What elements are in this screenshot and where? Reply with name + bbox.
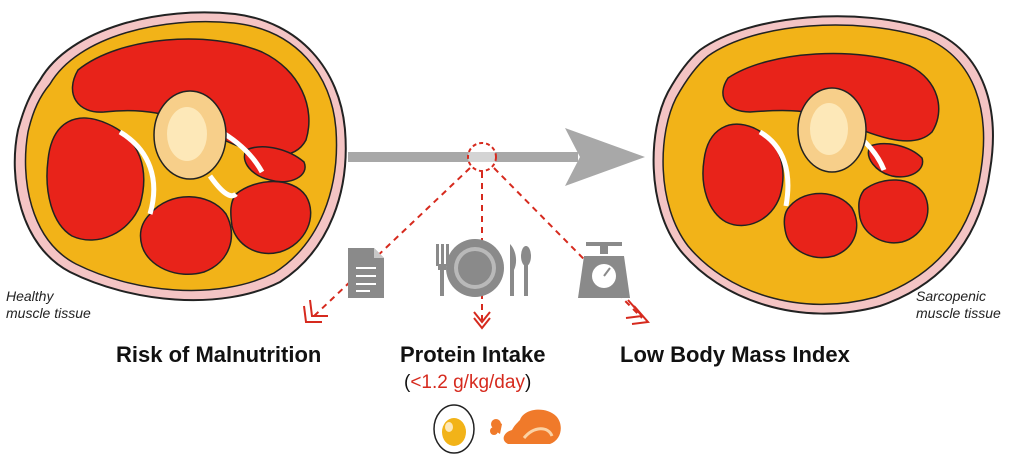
healthy-muscle-cross-section	[13, 11, 347, 302]
chevron-down-left-icon	[309, 299, 328, 317]
branch-line-malnutrition	[311, 167, 471, 319]
bone-marrow	[810, 103, 848, 155]
sarcopenic-caption-line2: muscle tissue	[916, 305, 1001, 321]
chevron-down-right-icon	[625, 299, 644, 319]
muscle-bundle	[783, 192, 858, 259]
plate-cutlery-icon	[436, 239, 531, 297]
muscle-bundle	[858, 179, 929, 244]
branch-point-marker	[467, 142, 497, 172]
factor-label-malnutrition: Risk of Malnutrition	[116, 342, 322, 367]
scale-icon	[578, 242, 630, 298]
sarcopenic-muscle-cross-section	[652, 15, 994, 315]
progression-arrow	[348, 128, 645, 186]
sarcopenic-caption-line1: Sarcopenic	[916, 288, 987, 304]
factor-label-bmi: Low Body Mass Index	[620, 342, 850, 367]
protein-threshold-value: <1.2 g/kg/day	[410, 372, 525, 393]
bone-marrow	[167, 107, 207, 161]
protein-threshold-close: )	[524, 372, 532, 393]
chevron-down-icon	[473, 317, 491, 330]
protein-threshold: (<1.2 g/kg/day)	[404, 372, 531, 394]
document-icon	[348, 248, 384, 298]
protein-threshold-open: (	[404, 372, 411, 393]
muscle-bundle	[46, 117, 145, 241]
chevron-down-icon	[473, 311, 491, 324]
healthy-caption: Healthy muscle tissue	[6, 288, 91, 322]
muscle-bundle	[139, 196, 233, 276]
branch-line-bmi	[493, 167, 643, 319]
healthy-caption-line1: Healthy	[6, 288, 54, 304]
chicken-icon	[490, 409, 561, 444]
factor-label-protein: Protein Intake	[400, 342, 546, 367]
egg-icon	[433, 404, 475, 454]
muscle-bundle	[702, 123, 784, 227]
healthy-caption-line2: muscle tissue	[6, 305, 91, 321]
chevron-down-left-icon	[303, 305, 322, 323]
branch-arrowheads	[303, 299, 650, 330]
sarcopenic-caption: Sarcopenic muscle tissue	[916, 288, 1001, 322]
